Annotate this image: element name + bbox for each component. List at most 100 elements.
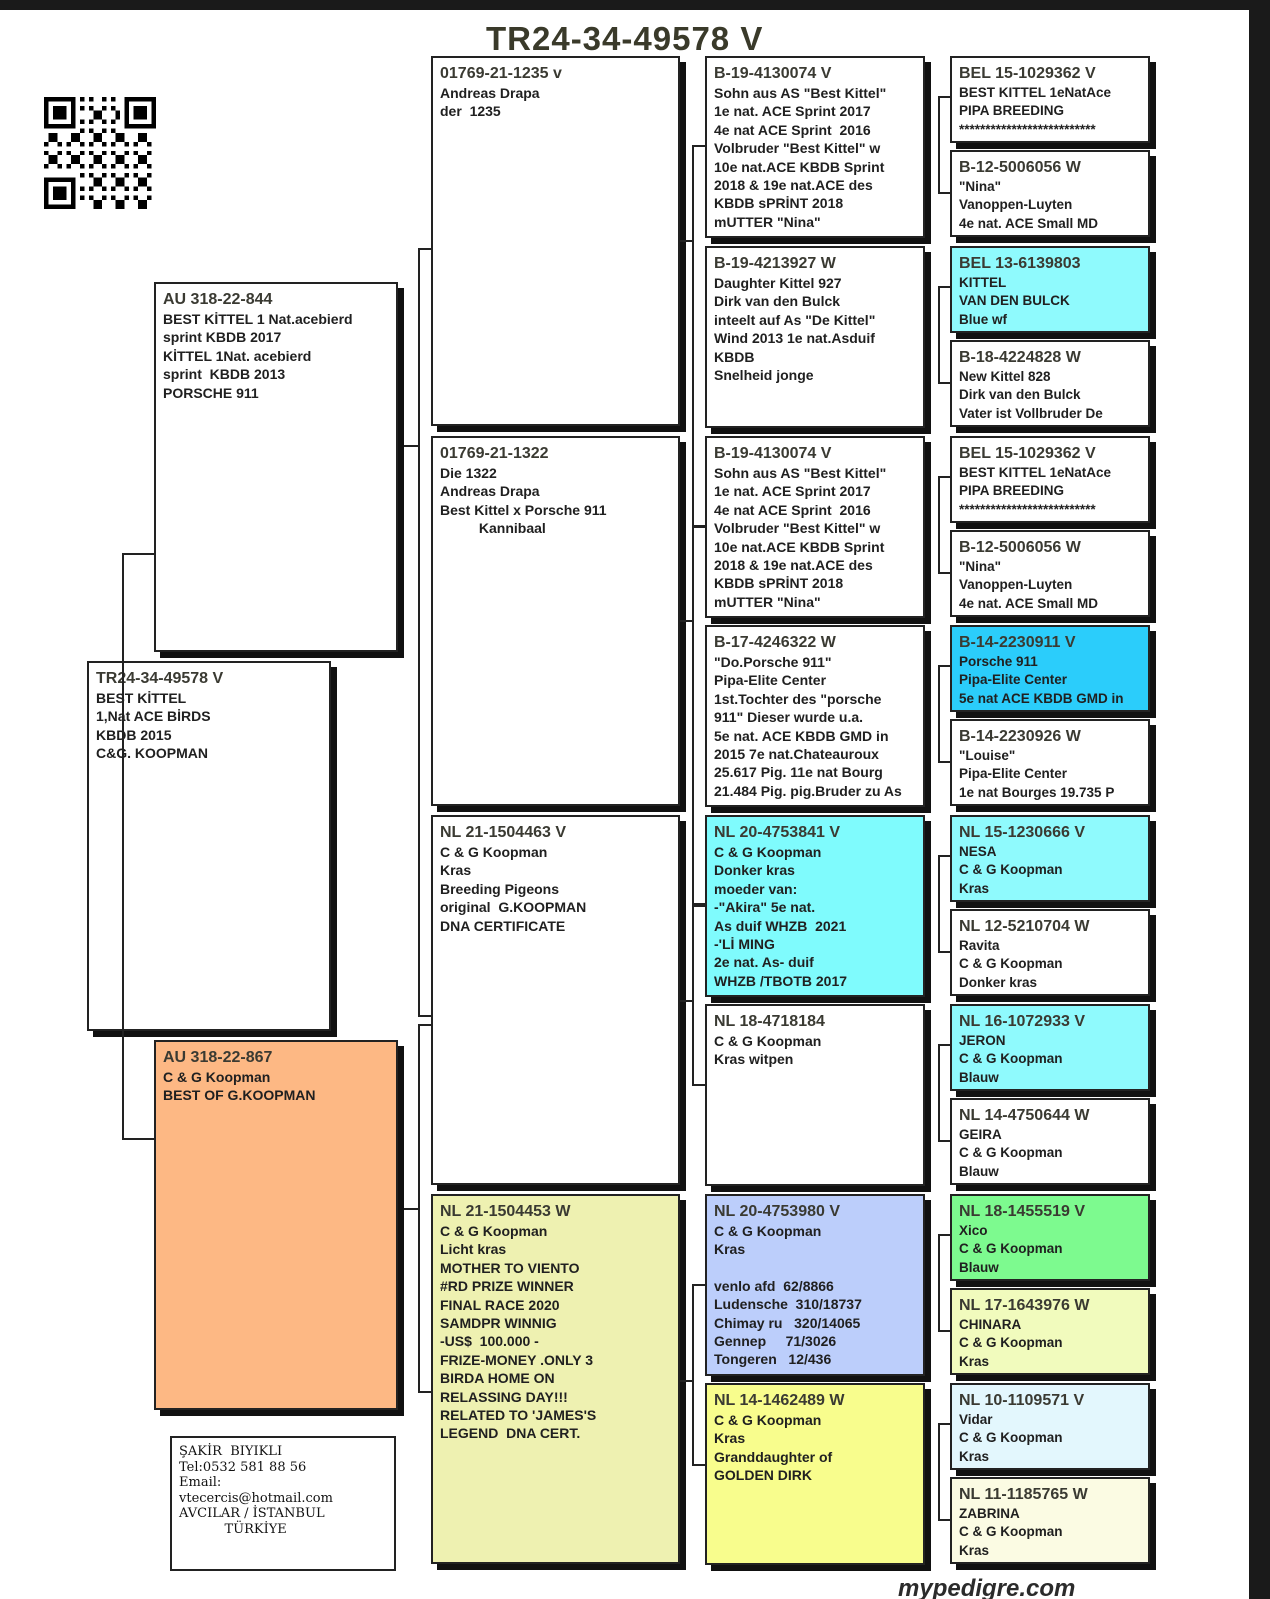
ring-number: BEL 15-1029362 V bbox=[959, 65, 1096, 82]
ring-number: B-17-4246322 W bbox=[714, 634, 836, 651]
pedigree-line: 1e nat. ACE Sprint 2017 bbox=[714, 103, 871, 120]
pedigree-line: Volbruder "Best Kittel" w bbox=[714, 520, 881, 537]
pedigree-line: Tongeren 12/436 bbox=[714, 1351, 832, 1368]
ring-number: 01769-21-1322 bbox=[440, 445, 549, 462]
pedigree-line: moeder van: bbox=[714, 880, 798, 897]
pedigree-line: GEIRA bbox=[959, 1127, 1002, 1142]
pedigree-line: Kras bbox=[714, 1241, 746, 1258]
pedigree-line: KBDB sPRİNT 2018 bbox=[714, 575, 844, 592]
pedigree-line: C & G Koopman bbox=[440, 1223, 548, 1239]
pedigree-line: Best Kittel x Porsche 911 bbox=[440, 501, 607, 518]
pedigree-line: "Louise" bbox=[959, 748, 1016, 763]
pedigree-line: 5e nat ACE KBDB GMD in bbox=[959, 690, 1124, 706]
contact-email: vtecercis@hotmail.com bbox=[179, 1490, 333, 1506]
pedigree-line: C & G Koopman bbox=[714, 844, 822, 860]
ring-number: NL 12-5210704 W bbox=[959, 918, 1090, 935]
pedigree-connector bbox=[692, 145, 705, 528]
pedigree-line: ************************** bbox=[959, 121, 1096, 137]
pedigree-line: BEST OF G.KOOPMAN bbox=[163, 1087, 316, 1104]
pedigree-line: #RD PRIZE WINNER bbox=[440, 1278, 574, 1295]
pedigree-line: Blauw bbox=[959, 1259, 999, 1275]
pedigree-line: Dirk van den Bulck bbox=[959, 387, 1081, 403]
ring-number: NL 15-1230666 V bbox=[959, 824, 1086, 841]
pedigree-line: Andreas Drapa bbox=[440, 483, 540, 500]
pedigree-line: C & G Koopman bbox=[959, 956, 1063, 972]
ring-number: AU 318-22-844 bbox=[163, 291, 273, 308]
pedigree-line bbox=[714, 1259, 916, 1277]
pedigree-line: Granddaughter of bbox=[714, 1448, 833, 1465]
ring-number: B-12-5006056 W bbox=[959, 159, 1081, 176]
pedigree-line: -US$ 100.000 - bbox=[440, 1333, 539, 1350]
pedigree-line: Kannibaal bbox=[440, 520, 546, 537]
pedigree-line: DNA CERTIFICATE bbox=[440, 917, 566, 934]
pedigree-connector bbox=[938, 1044, 950, 1142]
pedigree-line: KİTTEL 1Nat. acebierd bbox=[163, 347, 312, 364]
pedigree-line: 10e nat.ACE KBDB Sprint bbox=[714, 538, 885, 555]
pedigree-line: Blauw bbox=[959, 1163, 999, 1179]
ring-number: BEL 13-6139803 bbox=[959, 255, 1081, 272]
ring-number: B-14-2230926 W bbox=[959, 728, 1081, 745]
ring-number: B-19-4213927 W bbox=[714, 255, 836, 272]
pedigree-line: Snelheid jonge bbox=[714, 367, 814, 384]
pedigree-line: KBDB 2015 bbox=[96, 726, 172, 743]
pedigree-line: FINAL RACE 2020 bbox=[440, 1296, 560, 1313]
pedigree-line: sprint KBDB 2017 bbox=[163, 329, 282, 346]
pedigree-line: C & G Koopman bbox=[440, 844, 548, 860]
pedigree-line: der 1235 bbox=[440, 103, 501, 120]
pedigree-line: Licht kras bbox=[440, 1241, 507, 1258]
pedigree-line: 1,Nat ACE BİRDS bbox=[96, 708, 211, 725]
pedigree-line: WHZB /TBOTB 2017 bbox=[714, 972, 848, 989]
contact-phone: Tel:0532 581 88 56 bbox=[179, 1459, 307, 1475]
contact-card: ŞAKİR BIYIKLI Tel:0532 581 88 56 Email: … bbox=[170, 1436, 396, 1571]
pedigree-line: mUTTER "Nina" bbox=[714, 593, 821, 610]
pedigree-line: VAN DEN BULCK bbox=[959, 293, 1070, 309]
pedigree-line: MOTHER TO VIENTO bbox=[440, 1259, 580, 1276]
pedigree-line: -"Akira" 5e nat. bbox=[714, 899, 816, 916]
ring-number: NL 17-1643976 W bbox=[959, 1297, 1090, 1314]
pedigree-line: original G.KOOPMAN bbox=[440, 899, 587, 916]
pedigree-connector-stub bbox=[680, 240, 692, 242]
pedigree-line: Kras bbox=[440, 862, 472, 879]
pedigree-line: venlo afd 62/8866 bbox=[714, 1277, 834, 1294]
ring-number: NL 16-1072933 V bbox=[959, 1013, 1086, 1030]
pedigree-line: Kras bbox=[959, 1448, 990, 1464]
pedigree-connector-stub bbox=[680, 1000, 692, 1002]
ring-number: B-14-2230911 V bbox=[959, 634, 1076, 651]
pedigree-line: C & G Koopman bbox=[714, 1033, 822, 1049]
pedigree-line: Kras bbox=[714, 1430, 746, 1447]
pedigree-line: Dirk van den Bulck bbox=[714, 293, 841, 310]
ring-number: B-19-4130074 V bbox=[714, 65, 832, 82]
qr-code-icon bbox=[44, 97, 156, 209]
pedigree-line: Gennep 71/3026 bbox=[714, 1333, 837, 1350]
ring-number: NL 21-1504453 W bbox=[440, 1203, 571, 1220]
right-border bbox=[1249, 0, 1270, 1599]
pedigree-line: BEST KİTTEL 1 Nat.acebierd bbox=[163, 311, 353, 327]
pedigree-line: Sohn aus AS "Best Kittel" bbox=[714, 465, 887, 481]
pedigree-line: GOLDEN DIRK bbox=[714, 1467, 812, 1484]
pedigree-line: Sohn aus AS "Best Kittel" bbox=[714, 85, 887, 101]
pedigree-line: BIRDA HOME ON bbox=[440, 1370, 555, 1387]
ring-number: NL 21-1504463 V bbox=[440, 824, 567, 841]
pedigree-line: PORSCHE 911 bbox=[163, 384, 259, 401]
pedigree-line: New Kittel 828 bbox=[959, 369, 1051, 384]
pedigree-connector bbox=[938, 96, 950, 194]
pedigree-line: BEST KITTEL 1eNatAce bbox=[959, 85, 1112, 100]
pedigree-line: 2e nat. As- duif bbox=[714, 954, 814, 971]
pedigree-line: Ravita bbox=[959, 938, 1000, 953]
pedigree-line: FRIZE-MONEY .ONLY 3 bbox=[440, 1351, 593, 1368]
contact-city: AVCILAR / İSTANBUL bbox=[179, 1506, 325, 1522]
ring-number: NL 18-4718184 bbox=[714, 1013, 825, 1030]
